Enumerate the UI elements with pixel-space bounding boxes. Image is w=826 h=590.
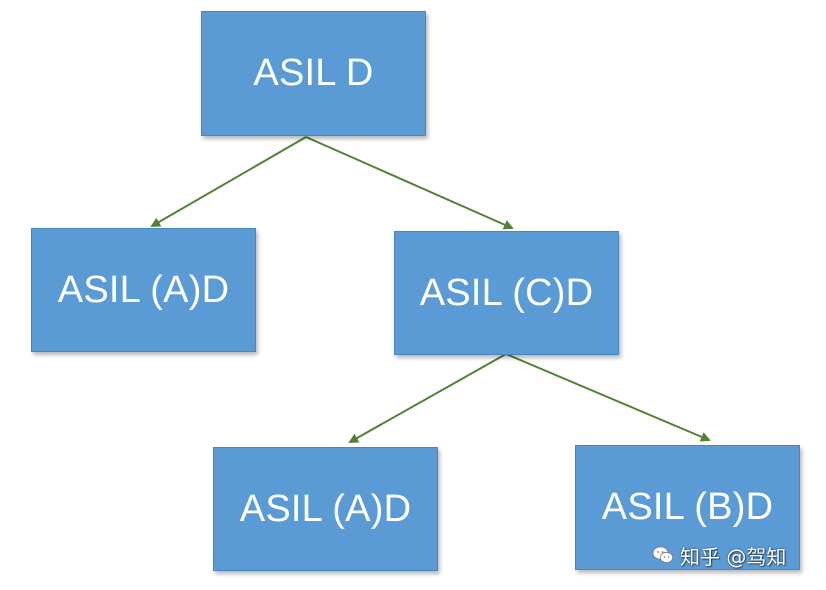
node-asil-a-d-left: ASIL (A)D [31, 228, 256, 352]
watermark: 知乎 @驾知 [652, 540, 786, 570]
node-asil-c-d-label: ASIL (C)D [419, 271, 594, 314]
node-asil-a-d-bottom: ASIL (A)D [213, 447, 438, 571]
watermark-text: 知乎 @驾知 [680, 544, 787, 569]
wechat-icon [652, 546, 674, 564]
node-asil-d: ASIL D [201, 11, 426, 136]
node-asil-b-d: ASIL (B)D [575, 445, 800, 570]
arrow-right-to-bottom-left [348, 353, 507, 443]
node-asil-a-d-bottom-label: ASIL (A)D [239, 487, 412, 530]
node-asil-b-d-label: ASIL (B)D [601, 486, 774, 528]
node-asil-d-label: ASIL D [253, 52, 374, 94]
arrow-root-to-left [150, 136, 307, 228]
node-asil-a-d-left-label: ASIL (A)D [57, 268, 230, 311]
arrow-root-to-right [305, 136, 514, 230]
arrow-right-to-bottom-right [505, 353, 711, 442]
node-asil-c-d: ASIL (C)D [394, 231, 619, 355]
